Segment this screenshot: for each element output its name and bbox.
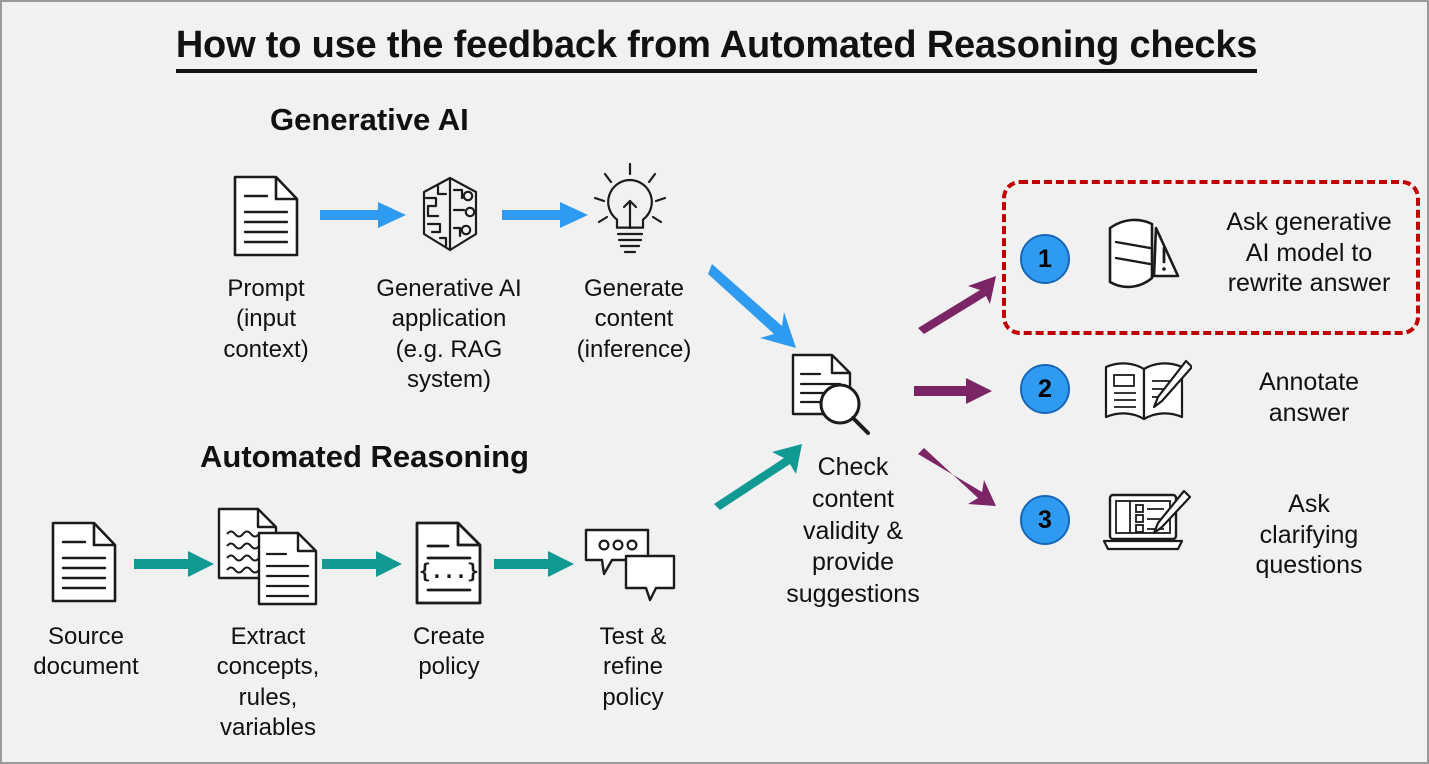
document-magnifier-icon (790, 352, 874, 436)
book-pencil-icon (1100, 357, 1192, 427)
step-label-test-refine-policy: Test & refine policy (599, 623, 667, 711)
page-title-text: How to use the feedback from Automated R… (175, 24, 1257, 73)
section-heading-generative-ai: Generative AI (270, 102, 469, 137)
step-label-generative-ai-application: Generative AI application (e.g. RAG syst… (376, 275, 522, 394)
document-icon (232, 174, 300, 258)
chat-bubbles-icon (582, 526, 678, 602)
policy-document-icon: {...} (414, 520, 484, 606)
arrow-source-to-extract (134, 550, 214, 578)
step-label-prompt: Prompt (input context) (223, 275, 309, 363)
arrow-check-to-option-3 (914, 448, 998, 510)
arrow-application-to-generate (502, 200, 588, 230)
arrow-extract-to-create-policy (322, 550, 402, 578)
arrow-prompt-to-application (320, 200, 406, 230)
arrow-policy-to-test (494, 550, 574, 578)
highlight-box-option-1 (1002, 180, 1420, 335)
option-label-3: Ask clarifying questions (1255, 490, 1363, 579)
step-label-source-document: Source document (33, 623, 139, 681)
ai-brain-icon (412, 172, 488, 260)
document-icon (50, 520, 118, 604)
option-label-1: Ask generative AI model to rewrite answe… (1226, 208, 1392, 297)
step-label-generate-content: Generate content (inference) (576, 275, 692, 363)
laptop-checklist-pencil-icon (1100, 489, 1192, 555)
arrow-policy-to-check (710, 442, 806, 512)
shield-alert-icon (1100, 214, 1188, 300)
lightbulb-icon (587, 160, 673, 264)
option-number-badge-2: 2 (1020, 364, 1070, 414)
step-label-extract-concepts: Extract concepts, rules, variables (216, 623, 320, 742)
option-number-3: 3 (1038, 505, 1052, 534)
option-number-badge-1: 1 (1020, 234, 1070, 284)
option-number-1: 1 (1038, 244, 1052, 273)
documents-squiggle-icon (216, 506, 320, 608)
arrow-check-to-option-1 (914, 274, 998, 336)
arrow-check-to-option-2 (914, 377, 992, 405)
section-heading-automated-reasoning: Automated Reasoning (200, 439, 529, 474)
option-number-badge-3: 3 (1020, 495, 1070, 545)
option-label-2: Annotate answer (1258, 368, 1360, 427)
check-node-label: Check content validity & provide suggest… (786, 453, 920, 608)
option-number-2: 2 (1038, 374, 1052, 403)
arrow-generate-to-check (708, 260, 804, 356)
page-title: How to use the feedback from Automated R… (2, 24, 1427, 73)
step-label-create-policy: Create policy (412, 623, 486, 681)
svg-text:{...}: {...} (419, 559, 479, 583)
